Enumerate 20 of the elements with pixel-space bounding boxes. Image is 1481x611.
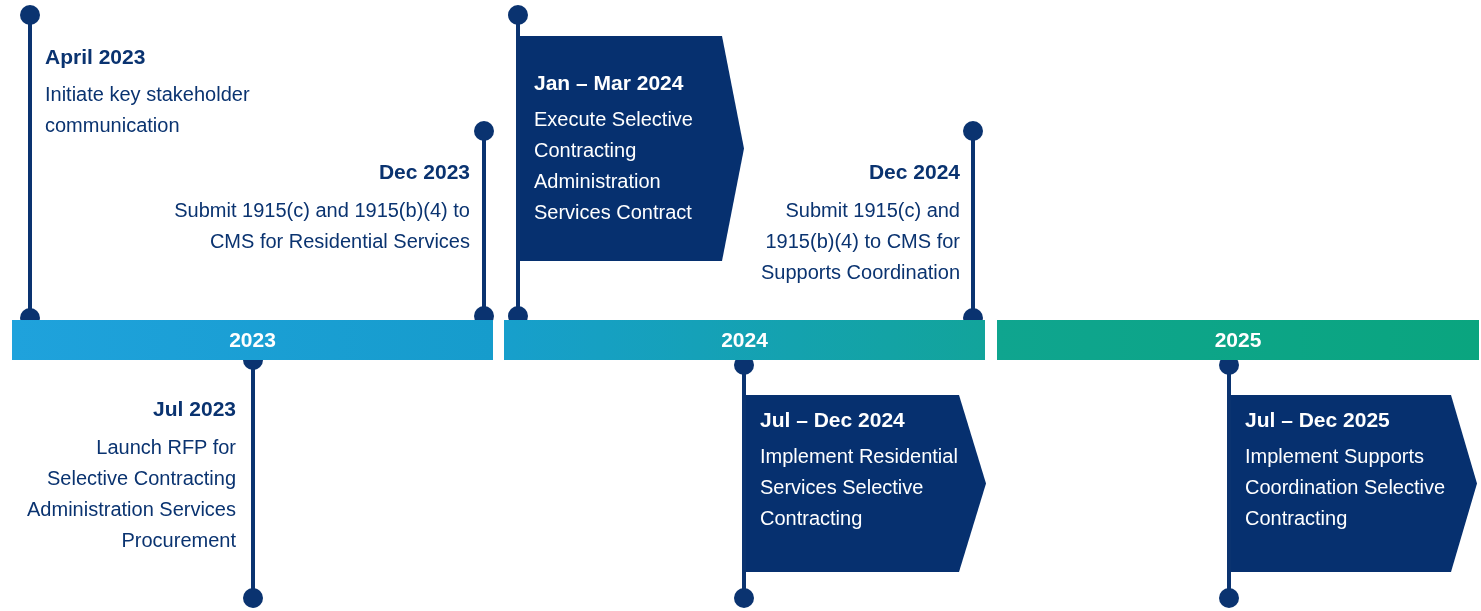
milestone-description: Submit 1915(c) and 1915(b)(4) to CMS for Supports Coordination [760,198,960,285]
year-bar [504,320,985,360]
milestone-date: Jul – Dec 2025 [1245,407,1391,433]
milestone-description: Launch RFP for Selective Contracting Administration Services Procurement [26,435,236,553]
year-label: 2023 [229,328,276,352]
year-label: 2024 [721,328,768,352]
milestone-date: Jul – Dec 2024 [760,407,906,433]
milestone-date: Jan – Mar 2024 [534,70,685,96]
milestone-description: Execute Selective Contracting Administration Services Contract [534,107,694,225]
milestone-date: Jul 2023 [152,396,236,422]
year-bar [997,320,1479,360]
milestone-description: Implement Residential Services Selective Contracting [760,444,959,531]
milestone-date: Dec 2024 [867,159,960,185]
milestone-date: April 2023 [45,44,147,70]
milestone-description: Submit 1915(c) and 1915(b)(4) to CMS for Residential Services [173,198,470,254]
year-label: 2025 [1214,328,1262,352]
milestone-description: Initiate key stakeholder communication [45,82,251,138]
year-bar [12,320,493,360]
milestone-description: Implement Supports Coordination Selective Contracting [1245,444,1447,531]
milestone-date: Dec 2023 [377,159,470,185]
